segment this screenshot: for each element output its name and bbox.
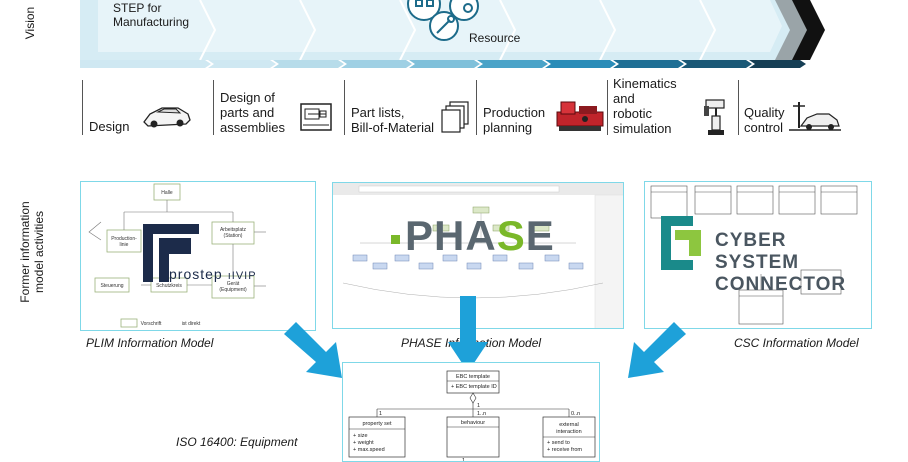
svg-text:linie: linie — [120, 242, 129, 248]
iso-mult-1-bottom: 1 — [462, 458, 465, 462]
csc-model-panel: CYBER SYSTEM CONNECTOR — [644, 181, 872, 329]
iso-mult-1: 1 — [477, 403, 480, 409]
banner-black-tip — [792, 0, 825, 60]
phase-browser-screenshot — [333, 183, 623, 328]
machine-tool-icon — [556, 101, 604, 131]
phase-separator — [607, 80, 608, 135]
car-icon — [143, 107, 191, 128]
plim-produktionslinie: Production- — [111, 236, 137, 242]
wrench-icon — [429, 11, 459, 41]
phase-bom-label: Part lists, Bill-of-Material — [351, 105, 435, 135]
phase-separator — [344, 80, 345, 135]
plim-schutzkreis: Schutzkreis — [156, 283, 182, 289]
iso-property-set: property set — [362, 421, 392, 427]
flowchart-icon — [407, 0, 441, 21]
csc-uml-diagram — [650, 185, 858, 325]
phase-logo-mark — [391, 235, 400, 244]
resource-text: Resource — [469, 31, 521, 45]
phase-separator — [213, 80, 214, 135]
documents-stack-icon — [441, 101, 469, 133]
prostep-logo-mark — [143, 224, 199, 282]
csc-to-iso-arrow — [628, 322, 686, 378]
robot-arm-icon — [704, 99, 725, 135]
prostep-logo-text: prostepıivip — [169, 266, 257, 282]
csc-logo-text: CYBER SYSTEM CONNECTOR — [715, 230, 847, 295]
plim-halle: Halle — [161, 190, 173, 196]
iso-property-item: + max.speed — [353, 447, 385, 453]
plim-legend-direkt: ist direkt — [182, 321, 201, 327]
resource-icons — [407, 0, 479, 41]
banner-chevron-lines — [199, 0, 717, 61]
iso-property-item: + size — [353, 433, 368, 439]
iso-mult-0n: 0..n — [571, 411, 580, 417]
iso-external-interaction: external — [559, 422, 579, 428]
vision-label: Vision — [23, 6, 37, 40]
svg-text:interaction: interaction — [556, 429, 581, 435]
phase-kinematics-label: Kinematics and robotic simulation — [613, 76, 677, 136]
iso-behaviour: behaviour — [461, 420, 485, 426]
phase-separator — [476, 80, 477, 135]
plim-arbeitsplatz: Arbeitsplatz — [220, 227, 247, 233]
plim-model-panel: Halle Production- linie Arbeitsplatz (St… — [80, 181, 316, 331]
iso-caption: ISO 16400: Equipment — [176, 435, 298, 449]
gear-icon — [449, 0, 479, 21]
iso-ebc-template-id: + EBC template ID — [451, 384, 497, 390]
plim-geraet: Gerät — [227, 281, 240, 287]
phase-to-iso-arrow — [448, 296, 488, 372]
iso-mult-1: 1 — [379, 411, 382, 417]
phase-separator — [82, 80, 83, 135]
plim-caption: PLIM Information Model — [86, 336, 214, 350]
phase-separator — [738, 80, 739, 135]
iso-model-panel: EBC template + EBC template ID property … — [342, 362, 600, 462]
phase-parts-label: Design of parts and assemblies — [220, 90, 286, 135]
iso-ebc-template: EBC template — [456, 374, 490, 380]
csc-caption: CSC Information Model — [734, 336, 859, 350]
phase-production-label: Production planning — [483, 105, 546, 135]
cad-drawing-icon — [300, 103, 332, 131]
plim-steuerung: Steuerung — [100, 283, 123, 289]
former-models-label: Former information model activities — [18, 201, 46, 303]
plim-uml-diagram: Halle Production- linie Arbeitsplatz (St… — [88, 183, 266, 328]
step-text: STEP for Manufacturing — [113, 1, 190, 29]
iso-mult-1n: 1..n — [477, 411, 486, 417]
measuring-car-icon — [789, 102, 841, 131]
phase-design-label: Design — [89, 119, 130, 134]
csc-logo-mark — [661, 216, 701, 270]
phase-model-panel: PHASE — [332, 182, 624, 329]
iso-external-item: + send to — [547, 440, 570, 446]
iso-property-item: + weight — [353, 440, 374, 446]
phase-bar — [80, 60, 806, 68]
phase-logo-text: PHASE — [405, 212, 555, 259]
svg-text:(Station): (Station) — [224, 233, 243, 239]
iso-uml-diagram: EBC template + EBC template ID property … — [348, 370, 596, 462]
plim-to-iso-arrow — [284, 322, 342, 378]
plim-legend-vorschrift: Vorschrift — [141, 321, 162, 327]
svg-text:(Equipment): (Equipment) — [219, 287, 247, 293]
phase-quality-label: Quality control — [744, 105, 785, 135]
iso-external-item: + receive from — [547, 447, 582, 453]
